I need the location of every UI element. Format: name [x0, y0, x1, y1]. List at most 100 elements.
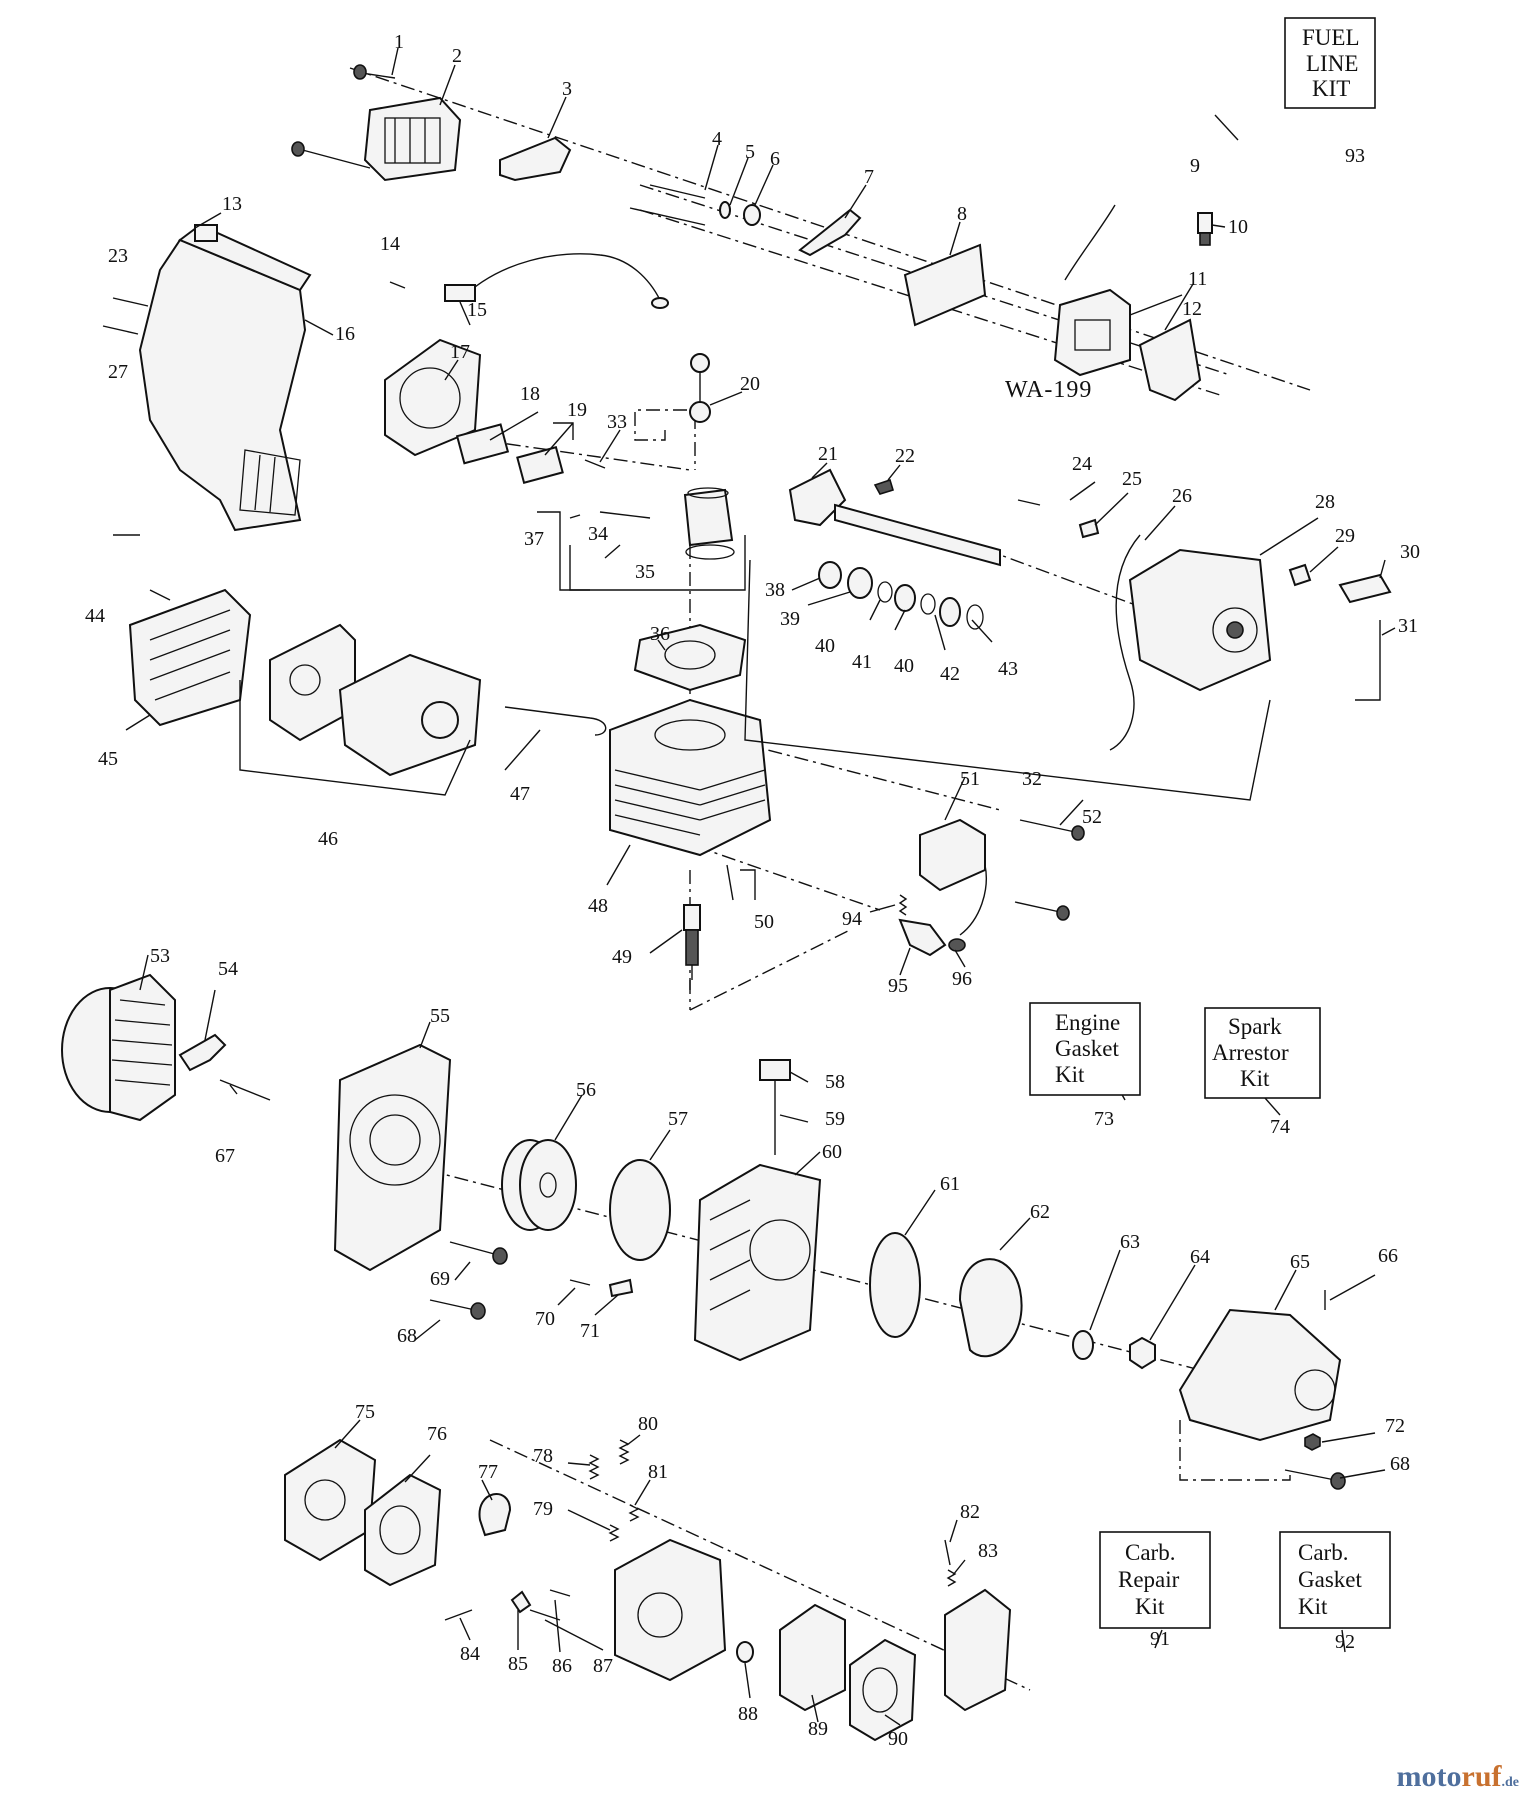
callout-22: 22	[895, 445, 915, 467]
callout-96: 96	[952, 968, 972, 990]
reed-stop-icon	[516, 446, 564, 484]
kit-fuel-line-line3: KIT	[1312, 76, 1350, 101]
elbow-icon	[478, 1493, 512, 1537]
callout-2: 2	[452, 45, 462, 67]
callout-39: 39	[780, 608, 800, 630]
callout-92: 92	[1335, 1631, 1355, 1653]
connecting-rod-icon	[689, 353, 711, 423]
watermark-logo: motoruf.de	[1397, 1760, 1519, 1794]
callout-32: 32	[1022, 768, 1042, 790]
kit-carb-repair: Carb. Repair Kit	[1099, 1531, 1211, 1629]
callout-77: 77	[478, 1461, 498, 1483]
callout-75: 75	[355, 1401, 375, 1423]
callout-29: 29	[1335, 525, 1355, 547]
screw-icon	[291, 64, 396, 169]
ignition-wire-icon	[459, 253, 661, 301]
fitting-icon	[1288, 563, 1312, 587]
kit-engine-gasket: Engine Gasket Kit	[1029, 1002, 1141, 1096]
callout-95: 95	[888, 975, 908, 997]
callout-6: 6	[770, 148, 780, 170]
callout-14: 14	[380, 233, 400, 255]
callout-7: 7	[864, 166, 874, 188]
callout-8: 8	[957, 203, 967, 225]
plug-spring-icon	[898, 894, 908, 916]
side-cover-icon	[128, 588, 252, 727]
mixture-screw-icon	[588, 1454, 600, 1480]
callout-25: 25	[1122, 468, 1142, 490]
small-nut-icon	[1304, 1433, 1321, 1451]
callout-81: 81	[648, 1461, 668, 1483]
leader-lines	[113, 47, 1396, 1726]
callout-16: 16	[335, 323, 355, 345]
kit-spark-arrestor: Spark Arrestor Kit	[1204, 1007, 1321, 1099]
callout-34: 34	[588, 523, 608, 545]
callout-64: 64	[1190, 1246, 1210, 1268]
callout-91: 91	[1150, 1628, 1170, 1650]
callout-numbers: 1 2 3 4 5 6 7 8 9 10 11 12 13 14 15 16 1…	[85, 31, 1420, 1750]
metering-diaphragm-icon	[779, 1603, 846, 1712]
callout-74: 74	[1270, 1116, 1290, 1138]
washer-icon	[743, 204, 761, 226]
callout-9: 9	[1190, 155, 1200, 177]
callout-52: 52	[1082, 806, 1102, 828]
starter-housing-icon	[693, 1163, 822, 1362]
kit-engine-gasket-line3: Kit	[1055, 1062, 1085, 1087]
callout-60: 60	[822, 1141, 842, 1163]
callout-12: 12	[1182, 298, 1202, 320]
bracket-group-46	[239, 680, 471, 796]
kit-engine-gasket-line2: Gasket	[1055, 1036, 1119, 1061]
starter-handle-icon	[759, 1059, 791, 1081]
callout-72: 72	[1385, 1415, 1405, 1437]
callout-43: 43	[998, 658, 1018, 680]
callout-20: 20	[740, 373, 760, 395]
reed-plate-icon	[455, 423, 510, 465]
screw-spring-icon	[608, 1524, 620, 1542]
recoil-spring-icon	[609, 1159, 671, 1261]
callout-31: 31	[1398, 615, 1418, 637]
callout-47: 47	[510, 783, 530, 805]
clutch-icon	[958, 1258, 1023, 1358]
kit-spark-arrestor-line1: Spark	[1228, 1014, 1282, 1039]
key-icon	[873, 478, 894, 495]
ignition-module-icon	[919, 818, 986, 892]
kit-spark-arrestor-line3: Kit	[1240, 1066, 1270, 1091]
callout-41: 41	[852, 651, 872, 673]
callout-62: 62	[1030, 1201, 1050, 1223]
callout-38: 38	[765, 579, 785, 601]
filter-screen-icon	[736, 1641, 754, 1663]
pawl-icon	[178, 1033, 227, 1072]
callout-54: 54	[218, 958, 238, 980]
callout-19: 19	[567, 399, 587, 421]
callout-40: 40	[815, 635, 835, 657]
kit-carb-gasket: Carb. Gasket Kit	[1279, 1531, 1391, 1629]
washer-icon	[1072, 1330, 1094, 1360]
tab-icon	[1338, 573, 1392, 604]
callout-48: 48	[588, 895, 608, 917]
clutch-housing-icon	[1178, 1308, 1342, 1442]
callout-49: 49	[612, 946, 632, 968]
fan-housing-icon	[333, 1043, 452, 1272]
pin-icon	[584, 459, 606, 469]
hex-nut-icon	[1129, 1336, 1156, 1370]
kit-fuel-line: FUEL LINE KIT	[1284, 17, 1376, 109]
kit-fuel-line-line2: LINE	[1306, 51, 1358, 76]
carb-gasket-icon	[1138, 318, 1202, 402]
spring-icon	[504, 706, 607, 736]
callout-45: 45	[98, 748, 118, 770]
callout-71: 71	[580, 1320, 600, 1342]
pin-icon	[219, 1079, 271, 1101]
wire-icon	[1109, 534, 1141, 751]
gasket-plate-icon	[384, 338, 482, 457]
clip-icon	[1078, 518, 1100, 539]
callout-90: 90	[888, 1728, 908, 1750]
callout-51: 51	[960, 768, 980, 790]
kit-engine-gasket-line1: Engine	[1055, 1010, 1120, 1035]
gasket-icon	[364, 1473, 442, 1587]
bearing-set-icon	[818, 561, 984, 630]
plug-boot-icon	[898, 918, 947, 957]
watermark-brand-b: ruf	[1461, 1760, 1502, 1793]
callout-56: 56	[576, 1079, 596, 1101]
callout-86: 86	[552, 1655, 572, 1677]
callout-59: 59	[825, 1108, 845, 1130]
callout-68b: 68	[1390, 1453, 1410, 1475]
